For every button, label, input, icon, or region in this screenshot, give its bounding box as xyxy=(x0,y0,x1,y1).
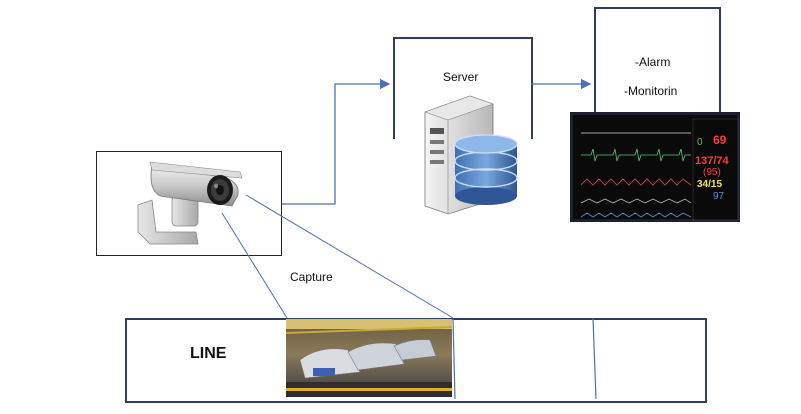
monitor-spo2-value: 97 xyxy=(713,191,725,202)
line-divider-1 xyxy=(452,317,456,400)
line-label: LINE xyxy=(190,345,227,362)
monitor-resp-value: 34/15 xyxy=(697,179,723,190)
monitor-map-value: (95) xyxy=(703,167,721,178)
alarm-label: -Alarm xyxy=(635,55,671,69)
monitor-aux-value: 0 xyxy=(697,137,703,148)
capture-view-line-right xyxy=(245,194,454,319)
patient-monitor-screen: 69 0 137/74 (95) 34/15 97 xyxy=(570,112,740,222)
monitor-hr-value: 69 xyxy=(713,133,727,147)
capture-label: Capture xyxy=(290,270,333,284)
alarm-monitoring-box xyxy=(594,7,721,119)
capture-view-line-left xyxy=(221,212,288,319)
server-label: Server xyxy=(443,70,479,84)
line-divider-2 xyxy=(592,317,597,400)
camera-to-server-arrow xyxy=(282,78,391,205)
monitor-bp-value: 137/74 xyxy=(695,155,729,167)
monitor-waveforms xyxy=(580,118,740,222)
monitoring-label: -Monitorin xyxy=(624,84,678,98)
